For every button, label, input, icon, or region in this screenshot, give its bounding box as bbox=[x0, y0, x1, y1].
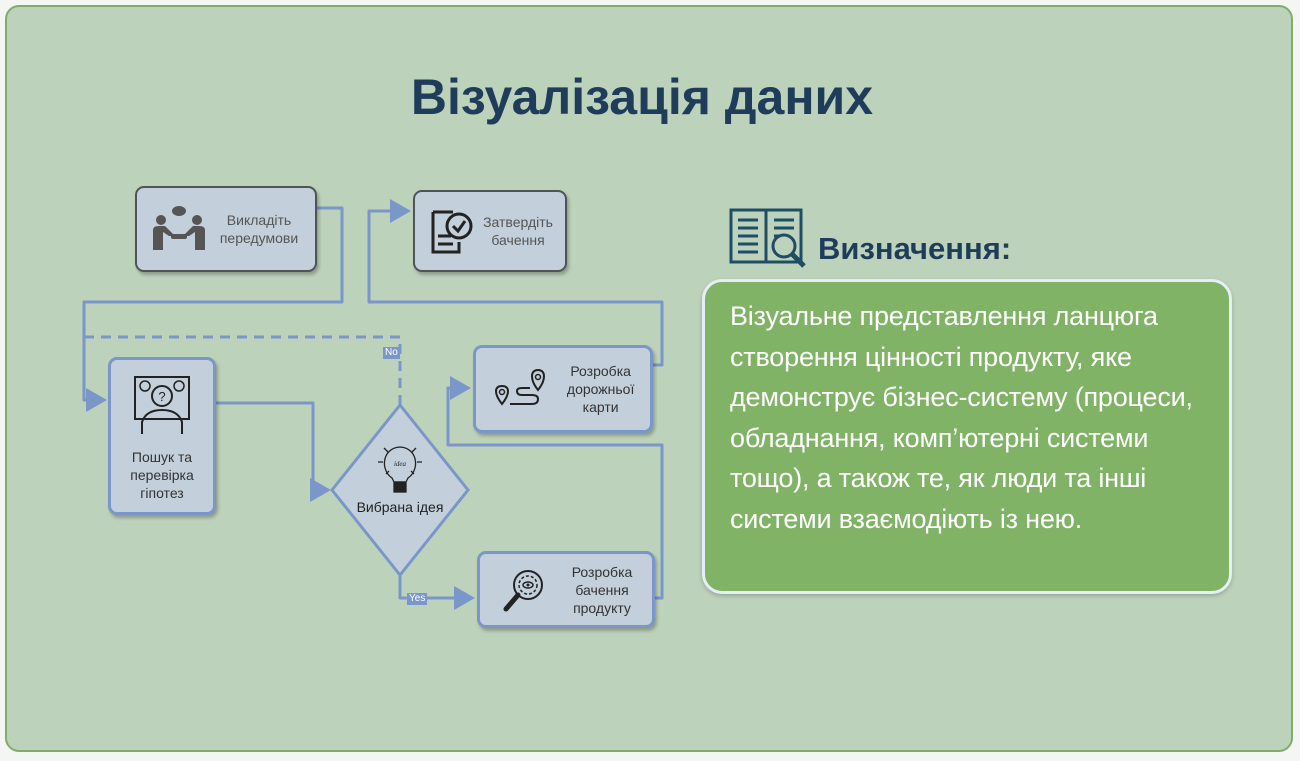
node-hypotheses-label: Пошук та перевірка гіпотез bbox=[130, 449, 194, 501]
lightbulb-icon: idea bbox=[378, 446, 422, 493]
connector-yes-to-vision bbox=[398, 575, 475, 610]
node-roadmap[interactable]: Розробка дорожньої карти bbox=[473, 345, 653, 433]
svg-text:idea: idea bbox=[394, 460, 407, 468]
node-roadmap-label: Розробка дорожньої карти bbox=[566, 363, 635, 415]
svg-text:?: ? bbox=[158, 389, 165, 404]
node-background-label: Викладіть передумови bbox=[219, 212, 299, 246]
connector-vision-to-roadmap bbox=[446, 376, 664, 600]
decision-label: Вибрана ідея bbox=[356, 499, 444, 515]
node-background[interactable]: Викладіть передумови bbox=[135, 186, 317, 272]
node-hypotheses[interactable]: ? Пошук та перевірка гіпотез bbox=[108, 357, 216, 515]
connector-roadmap-to-approve bbox=[367, 199, 664, 367]
thinking-person-icon: ? bbox=[134, 376, 190, 434]
edge-label-yes: Yes bbox=[407, 593, 428, 605]
magnifier-gear-eye-icon bbox=[503, 569, 543, 611]
document-check-icon bbox=[431, 210, 473, 254]
connector-no-loop bbox=[84, 335, 402, 405]
connector-hypotheses-to-decision bbox=[216, 401, 331, 502]
definition-heading: Визначення: bbox=[818, 231, 1012, 266]
node-vision-label: Розробка бачення продукту bbox=[571, 563, 633, 616]
node-approve[interactable]: Затвердіть бачення bbox=[413, 190, 567, 272]
route-map-icon bbox=[495, 368, 545, 406]
definition-box: Візуальне представлення ланцюга створенн… bbox=[702, 279, 1232, 594]
connector-background-to-hypotheses bbox=[82, 206, 344, 412]
book-search-icon bbox=[729, 208, 806, 268]
node-vision[interactable]: Розробка бачення продукту bbox=[477, 551, 655, 628]
node-approve-label: Затвердіть бачення bbox=[483, 214, 553, 248]
handshake-icon bbox=[153, 206, 205, 250]
definition-text: Візуальне представлення ланцюга створенн… bbox=[730, 301, 1193, 534]
edge-label-no: No bbox=[383, 347, 400, 359]
slide-title: Візуалізація даних bbox=[410, 69, 874, 125]
